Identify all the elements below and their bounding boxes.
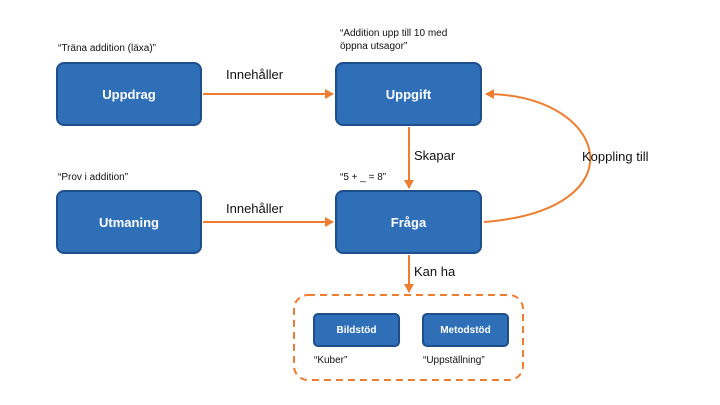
node-fraga[interactable]: Fråga bbox=[335, 190, 482, 254]
bildstod-caption: “Kuber” bbox=[314, 355, 348, 366]
node-bildstod[interactable]: Bildstöd bbox=[313, 313, 400, 347]
support-group-frame bbox=[293, 294, 524, 381]
edge-label-fraga-group: Kan ha bbox=[414, 264, 456, 279]
edge-label-utmaning-fraga: Innehåller bbox=[226, 201, 284, 216]
node-utmaning[interactable]: Utmaning bbox=[56, 190, 202, 254]
uppgift-caption-line2: öppna utsagor” bbox=[340, 41, 408, 52]
node-metodstod[interactable]: Metodstöd bbox=[422, 313, 509, 347]
metodstod-caption: “Uppställning” bbox=[423, 355, 485, 366]
node-uppgift[interactable]: Uppgift bbox=[335, 62, 482, 126]
node-fraga-label: Fråga bbox=[390, 214, 427, 230]
node-metodstod-label: Metodstöd bbox=[440, 324, 491, 336]
node-bildstod-label: Bildstöd bbox=[336, 324, 377, 336]
utmaning-caption: “Prov i addition” bbox=[58, 172, 129, 183]
node-uppdrag[interactable]: Uppdrag bbox=[56, 62, 202, 126]
edge-label-fraga-uppgift: Koppling till bbox=[582, 149, 649, 164]
arrow-fraga-to-uppgift-curve bbox=[483, 89, 591, 223]
fraga-caption: “5 + _ = 8” bbox=[340, 172, 387, 183]
node-uppdrag-label: Uppdrag bbox=[102, 86, 156, 102]
uppgift-caption-line1: “Addition upp till 10 med bbox=[340, 28, 448, 39]
edge-label-uppdrag-uppgift: Innehåller bbox=[226, 67, 284, 82]
uppdrag-caption: “Träna addition (läxa)” bbox=[58, 43, 157, 54]
edge-label-uppgift-fraga: Skapar bbox=[414, 148, 456, 163]
node-utmaning-label: Utmaning bbox=[99, 214, 159, 230]
node-uppgift-label: Uppgift bbox=[385, 86, 432, 102]
